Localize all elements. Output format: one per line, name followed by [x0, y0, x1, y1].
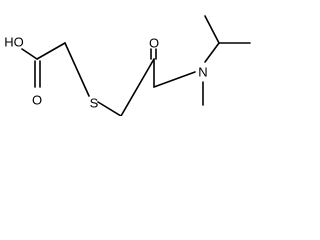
- atom-label-amide-oxygen: O: [149, 36, 159, 51]
- bond-s-c3: [97, 101, 122, 116]
- bond-backbone-n: [153, 71, 196, 88]
- chemical-structure-diagram: HO O S O N: [4, 15, 251, 116]
- bond-c2-s: [64, 42, 90, 97]
- atom-label-carboxyl-oxygen: O: [32, 93, 42, 108]
- atom-label-hydroxyl: HO: [4, 35, 24, 50]
- bond-c3-c4: [120, 58, 155, 116]
- atom-label-sulfur: S: [90, 96, 99, 111]
- bond-c1-c2: [36, 42, 66, 60]
- bond-isopropyl-ch3-left: [204, 15, 220, 44]
- atom-label-nitrogen: N: [198, 65, 207, 80]
- bond-n-isopropyl-ch: [204, 42, 220, 63]
- bond-ho-c1: [21, 48, 38, 60]
